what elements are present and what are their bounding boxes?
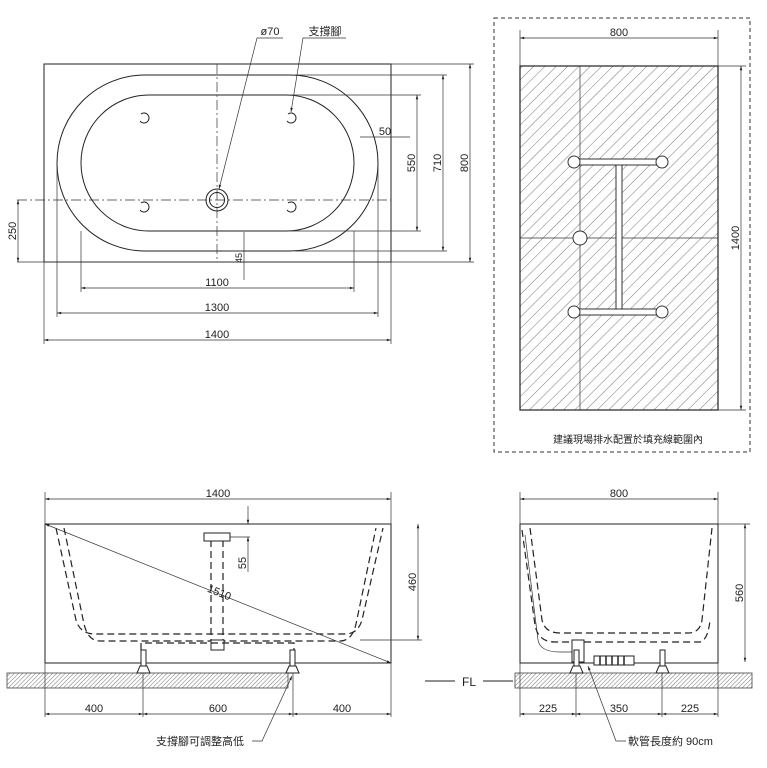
overflow-icon xyxy=(203,532,231,542)
outer-profile xyxy=(63,527,377,642)
floor xyxy=(6,672,289,689)
outer-rim xyxy=(56,74,379,252)
drain-icon xyxy=(205,188,229,212)
dim-label: 710 xyxy=(432,154,444,172)
foot-icon xyxy=(286,201,297,213)
zone-frame xyxy=(493,17,751,453)
dim-label: 800 xyxy=(459,154,471,172)
dim-label: 550 xyxy=(406,154,418,172)
drain-leader xyxy=(218,37,283,190)
dim-label: 400 xyxy=(85,703,103,715)
front-view: 1510 1400 55 460 400 600 400 支撐腳可調整高低 xyxy=(6,488,422,748)
drain-zone-note: 建議現場排水配置於填充線範圍內 xyxy=(553,433,703,446)
dim-label: 250 xyxy=(7,222,19,240)
dim-label: 400 xyxy=(333,703,351,715)
foot-icon xyxy=(569,649,584,674)
dim-label: 55 xyxy=(237,557,249,569)
drain-icon xyxy=(210,639,225,651)
side-view: 800 560 225 350 225 軟管長度約 90cm xyxy=(514,488,753,748)
top-view: ø70 支撐腳 1100 1300 1400 550 710 800 250 4… xyxy=(7,24,474,344)
dim-label: 600 xyxy=(209,703,227,715)
hose-note: 軟管長度約 90cm xyxy=(628,734,713,748)
foot-note-leader xyxy=(252,675,293,742)
dim-label: 800 xyxy=(610,488,628,500)
outer-profile xyxy=(521,529,711,643)
hose-ribs xyxy=(599,656,625,665)
floor-level-label: FL xyxy=(462,675,476,689)
hose-icon xyxy=(593,655,635,666)
dim-label: 1300 xyxy=(205,302,229,314)
dim-label: 800 xyxy=(610,27,628,39)
inner-profile xyxy=(55,527,384,635)
foot-icon xyxy=(139,112,150,124)
dim-diagonal xyxy=(44,523,392,664)
overflow-hose xyxy=(524,534,574,653)
foot-icon xyxy=(285,649,300,674)
inner-profile xyxy=(529,527,713,634)
dim-label: 45 xyxy=(234,253,244,263)
dim-label: 350 xyxy=(610,703,628,715)
foot-icon xyxy=(139,201,150,213)
dim-label: 1400 xyxy=(205,329,229,341)
drain-zone-view: 800 1400 建議現場排水配置於填充線範圍內 xyxy=(493,17,751,453)
foot-note: 支撐腳可調整高低 xyxy=(156,734,244,748)
floor xyxy=(514,672,753,689)
foot-leader xyxy=(290,37,346,113)
foot-icon xyxy=(655,649,670,674)
drain-inner xyxy=(209,192,225,208)
dim-label: 1400 xyxy=(206,488,230,500)
foot-icon xyxy=(136,649,151,674)
drain-label: ø70 xyxy=(261,26,280,38)
dim-label: 225 xyxy=(539,703,557,715)
dim-label: 1100 xyxy=(205,277,229,289)
dim-label: 50 xyxy=(379,126,391,138)
dim-label: 560 xyxy=(734,584,746,602)
tub-outline xyxy=(43,63,392,263)
support-frame-icon xyxy=(567,155,669,319)
foot-markers xyxy=(139,112,297,213)
foot-label: 支撐腳 xyxy=(309,24,342,38)
inner-basin xyxy=(80,94,355,232)
dim-label: 460 xyxy=(407,573,419,591)
dim-label: 1510 xyxy=(206,583,233,603)
foot-icon xyxy=(286,112,297,124)
dim-label: 225 xyxy=(681,703,699,715)
dim-label: 1400 xyxy=(730,226,742,250)
hose-note-leader xyxy=(587,665,626,742)
